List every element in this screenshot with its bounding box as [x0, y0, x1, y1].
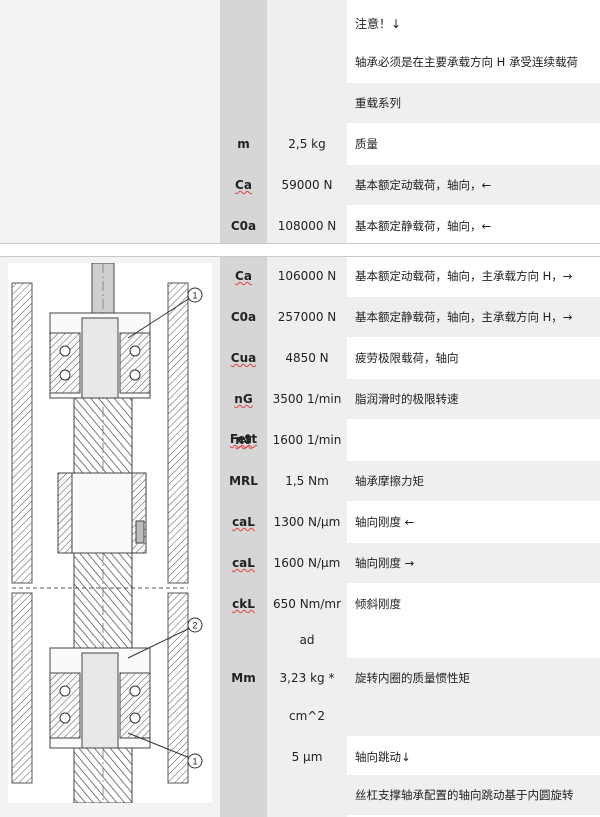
callout-2: 2 — [192, 621, 197, 631]
table-row: m 2,5 kg 质量 — [220, 124, 600, 164]
description-cell: 轴向刚度 ← — [355, 515, 415, 529]
description-cell: 轴向刚度 → — [355, 556, 415, 570]
table-row: caL 1600 N/µm 轴向刚度 → — [220, 543, 600, 583]
table-row: Ca 106000 N 基本额定动载荷，轴向，主承载方向 H，→ — [220, 256, 600, 296]
description-cell: 轴向跳动↓ — [355, 750, 411, 764]
value-cell: 1600 1/min — [272, 433, 342, 447]
description-cell: 基本额定动载荷，轴向，← — [355, 178, 492, 192]
table-row: Ca 59000 N 基本额定动载荷，轴向，← — [220, 165, 600, 205]
value-cell: 59000 N — [281, 178, 333, 192]
symbol-cell: ckL — [232, 597, 255, 611]
description-cell: 旋转内圈的质量惯性矩 — [355, 671, 470, 685]
symbol-cell: Ca — [235, 269, 252, 283]
value-cell: 1300 N/µm — [273, 515, 341, 529]
value-cell: 1,5 Nm — [285, 474, 329, 488]
table-row: Mm 3,23 kg * 旋转内圈的质量惯性矩 — [220, 658, 600, 698]
value-cell: 650 Nm/mr — [272, 597, 342, 611]
value-cell: 1600 N/µm — [273, 556, 341, 570]
value-cell: 106000 N — [277, 269, 337, 283]
table-row: nϑ 1600 1/min — [220, 420, 600, 460]
description-cell: 倾斜刚度 — [355, 597, 401, 611]
table-row: ckL 650 Nm/mr 倾斜刚度 — [220, 584, 600, 624]
value-column — [267, 0, 347, 817]
callout-1-bottom: 1 — [192, 757, 197, 767]
description-cell: 疲劳极限载荷，轴向 — [355, 351, 459, 365]
table-row: MRL 1,5 Nm 轴承摩擦力矩 — [220, 461, 600, 501]
table-row: 5 µm 轴向跳动↓ — [220, 737, 600, 777]
symbol-column — [220, 0, 267, 817]
value-cell: 3500 1/min — [272, 392, 342, 406]
value-cell-continued: ad — [299, 633, 315, 647]
value-cell-continued: cm^2 — [289, 709, 325, 723]
description-cell: 基本额定动载荷，轴向，主承载方向 H，→ — [355, 269, 573, 283]
table-row: C0a 257000 N 基本额定静载荷，轴向，主承载方向 H，→ — [220, 297, 600, 337]
description-cell: 脂润滑时的极限转速 — [355, 392, 459, 406]
symbol-cell: MRL — [229, 474, 258, 488]
value-cell: 257000 N — [277, 310, 337, 324]
notice-title: 注意！↓ — [355, 17, 402, 31]
value-cell: 2,5 kg — [288, 137, 326, 151]
value-cell: 5 µm — [291, 750, 323, 764]
symbol-cell: C0a — [230, 310, 257, 324]
symbol-cell: Ca — [235, 178, 252, 192]
symbol-cell: Cua — [230, 351, 257, 365]
table-row: nG Fett 3500 1/min 脂润滑时的极限转速 — [220, 379, 600, 446]
value-cell: 3,23 kg * — [279, 671, 335, 685]
description-cell: 轴承摩擦力矩 — [355, 474, 424, 488]
table-row: C0a 108000 N 基本额定静载荷，轴向，← — [220, 206, 600, 246]
value-cell: 4850 N — [285, 351, 329, 365]
symbol-cell: Mm — [231, 671, 256, 685]
series-label: 重载系列 — [355, 96, 401, 110]
series-row: 重载系列 — [220, 83, 600, 123]
symbol-cell: nϑ — [235, 433, 252, 447]
table-row: 丝杠支撑轴承配置的轴向跳动基于内圆旋转 — [220, 775, 600, 815]
description-cell: 基本额定静载荷，轴向，主承载方向 H，→ — [355, 310, 573, 324]
symbol-cell: caL — [232, 515, 255, 529]
symbol-cell: nG Fett — [229, 392, 258, 446]
description-cell: 质量 — [355, 137, 378, 151]
description-cell: 丝杠支撑轴承配置的轴向跳动基于内圆旋转 — [355, 788, 574, 802]
page-break — [0, 243, 600, 257]
symbol-cell: caL — [232, 556, 255, 570]
symbol-cell: m — [237, 137, 250, 151]
table-row: Cua 4850 N 疲劳极限载荷，轴向 — [220, 338, 600, 378]
callout-1-top: 1 — [192, 291, 197, 301]
symbol-cell: C0a — [230, 219, 257, 233]
notice-text: 轴承必须是在主要承载方向 H 承受连续载荷 — [355, 55, 578, 69]
top-left-blank — [0, 0, 220, 247]
table-row: caL 1300 N/µm 轴向刚度 ← — [220, 502, 600, 542]
table-row: cm^2 — [220, 696, 600, 736]
table-row: ad — [220, 620, 600, 660]
description-cell: 基本额定静载荷，轴向，← — [355, 219, 492, 233]
value-cell: 108000 N — [277, 219, 337, 233]
bearing-drawing: 1 2 1 — [8, 263, 212, 803]
